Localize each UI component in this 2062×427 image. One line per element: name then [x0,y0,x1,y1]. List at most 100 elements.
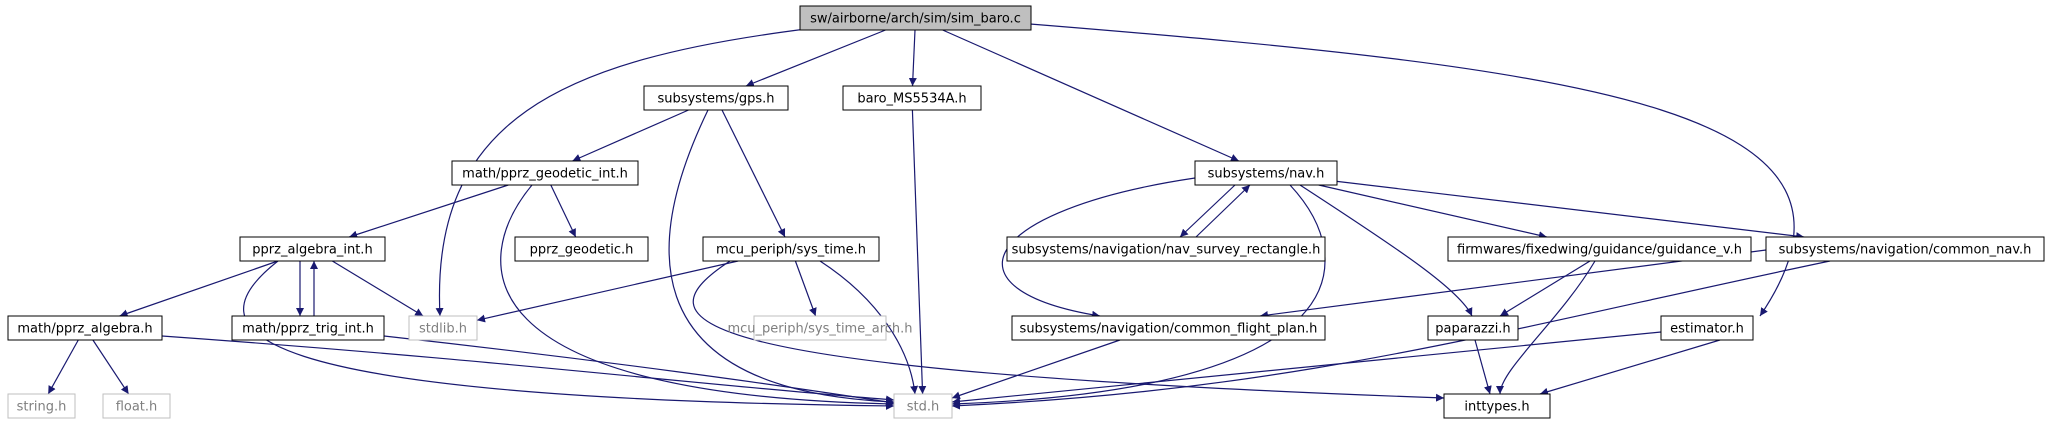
edge-line [951,331,1662,406]
edge-line [692,260,1445,402]
edge-sys_time-to-sys_time_arch [794,260,817,317]
node-label: float.h [116,400,158,415]
node-box [643,85,789,111]
edge-line [1336,180,1805,241]
edge-nav-to-nav_survey [1179,184,1236,238]
node-paparazzi[interactable]: paparazzi.h [1427,315,1519,341]
node-label: subsystems/nav.h [1208,167,1325,182]
node-label: baro_MS5534A.h [857,92,966,107]
edge-line [1029,23,1795,317]
node-label: subsystems/navigation/common_flight_plan… [1020,322,1318,337]
edge-pprz_geodetic_int-to-pprz_algebra_int [349,184,509,239]
node-label: inttypes.h [1464,400,1529,415]
edge-gps-to-pprz_geodetic_int [572,109,689,162]
node-box [893,393,953,419]
node-label: math/pprz_algebra.h [17,322,152,337]
edge-sys_time-to-inttypes [692,260,1445,402]
edge-line [794,260,817,317]
node-box [1011,315,1326,341]
edge-estimator-to-std [951,331,1662,406]
node-stdlib: stdlib.h [408,315,478,341]
node-box [451,160,639,186]
node-inttypes[interactable]: inttypes.h [1443,393,1551,419]
node-pprz-geodetic-int[interactable]: math/pprz_geodetic_int.h [451,160,639,186]
edge-guidance_v-to-paparazzi [1499,260,1591,317]
edge-line [47,339,79,395]
node-box [799,5,1032,31]
node-string: string.h [7,393,76,419]
node-box [1427,315,1519,341]
edge-pprz_algebra_int-to-stdlib [331,260,424,317]
node-sim-baro: sw/airborne/arch/sim/sim_baro.c [799,5,1032,31]
edge-common_flight_plan-to-std [951,339,1121,400]
edge-pprz_trig_int-to-std [383,335,895,406]
node-pprz-algebra[interactable]: math/pprz_algebra.h [7,315,163,341]
node-box [1443,393,1551,419]
node-box [702,236,880,262]
node-std: std.h [893,393,953,419]
edge-line [819,260,919,395]
node-pprz-algebra-int[interactable]: pprz_algebra_int.h [239,236,386,262]
node-common-flight-plan[interactable]: subsystems/navigation/common_flight_plan… [1011,315,1326,341]
edge-sim_baro-to-gps [745,29,886,87]
edge-line [572,109,689,162]
node-label: mcu_periph/sys_time_arch.h [727,322,912,337]
node-box [1447,236,1752,262]
edge-sim_baro-to-estimator [1029,23,1795,317]
node-label: paparazzi.h [1435,322,1510,337]
edge-line [1318,184,1547,240]
node-guidance-v[interactable]: firmwares/fixedwing/guidance/guidance_v.… [1447,236,1752,262]
node-nav[interactable]: subsystems/nav.h [1194,160,1338,186]
edge-line [1195,184,1251,238]
node-box [1194,160,1338,186]
edge-sim_baro-to-nav [942,29,1240,162]
edge-line [951,339,1121,400]
node-label: string.h [17,400,67,415]
edge-guidance_v-to-inttypes [1496,260,1596,395]
edge-line [161,335,895,404]
node-baro-ms[interactable]: baro_MS5534A.h [842,85,982,111]
edge-nav_survey-to-nav [1195,184,1251,238]
node-nav-survey[interactable]: subsystems/navigation/nav_survey_rectang… [1006,236,1326,262]
node-box [1765,236,2045,262]
node-label: mcu_periph/sys_time.h [716,243,866,258]
node-gps[interactable]: subsystems/gps.h [643,85,789,111]
node-label: math/pprz_geodetic_int.h [462,167,628,182]
nodes-layer: sw/airborne/arch/sim/sim_baro.c subsystem… [7,5,2045,419]
node-label: math/pprz_trig_int.h [242,322,374,337]
edge-line [92,339,130,395]
edge-line [942,29,1240,162]
node-label: std.h [907,400,940,415]
edge-sim_baro-to-stdlib [435,28,807,317]
node-label: firmwares/fixedwing/guidance/guidance_v.… [1457,243,1742,258]
node-estimator[interactable]: estimator.h [1660,315,1754,341]
edge-line [476,260,739,323]
edges-layer [47,23,1831,410]
edge-line [550,184,577,238]
edge-nav-to-common_nav [1336,180,1805,241]
node-box [7,393,76,419]
node-pprz-geodetic[interactable]: pprz_geodetic.h [514,236,649,262]
edge-sys_time-to-stdlib [476,260,739,323]
node-box [102,393,171,419]
edge-nav-to-guidance_v [1318,184,1547,240]
edge-baro_ms-to-std [911,109,927,395]
node-box [239,236,386,262]
node-box [1006,236,1326,262]
node-sys-time[interactable]: mcu_periph/sys_time.h [702,236,880,262]
node-float: float.h [102,393,171,419]
edge-common_nav-to-std [951,260,1831,410]
edge-pprz_algebra_int-to-pprz_algebra [119,260,279,318]
edge-estimator-to-inttypes [1539,339,1721,396]
edge-paparazzi-to-inttypes [1474,339,1492,395]
node-box [1660,315,1754,341]
edge-line [1499,260,1591,317]
edge-line [383,335,895,406]
node-common-nav[interactable]: subsystems/navigation/common_nav.h [1765,236,2045,262]
edge-line [1496,260,1596,395]
node-pprz-trig-int[interactable]: math/pprz_trig_int.h [231,315,385,341]
edge-line [331,260,424,317]
node-box [753,315,887,341]
edge-line [1539,339,1721,396]
